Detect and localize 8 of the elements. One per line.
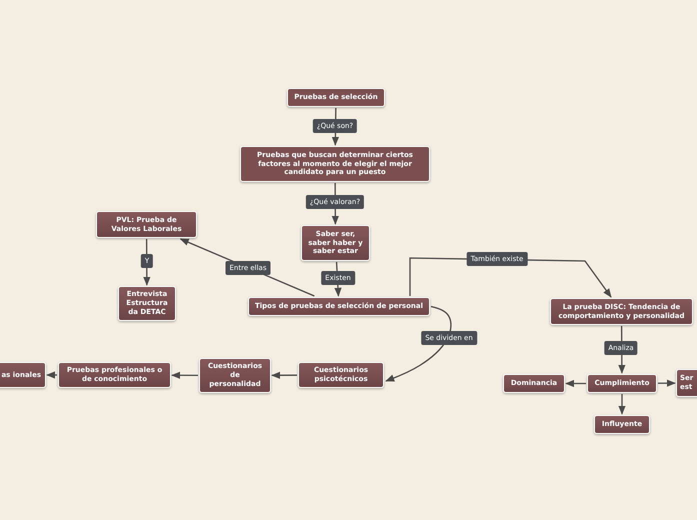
arrow bbox=[658, 380, 676, 387]
arrow bbox=[385, 306, 452, 382]
arrow bbox=[271, 372, 297, 379]
arrow bbox=[565, 380, 586, 388]
arrow bbox=[171, 372, 198, 379]
arrow bbox=[143, 239, 150, 286]
arrow bbox=[618, 394, 626, 415]
arrow bbox=[46, 371, 57, 379]
